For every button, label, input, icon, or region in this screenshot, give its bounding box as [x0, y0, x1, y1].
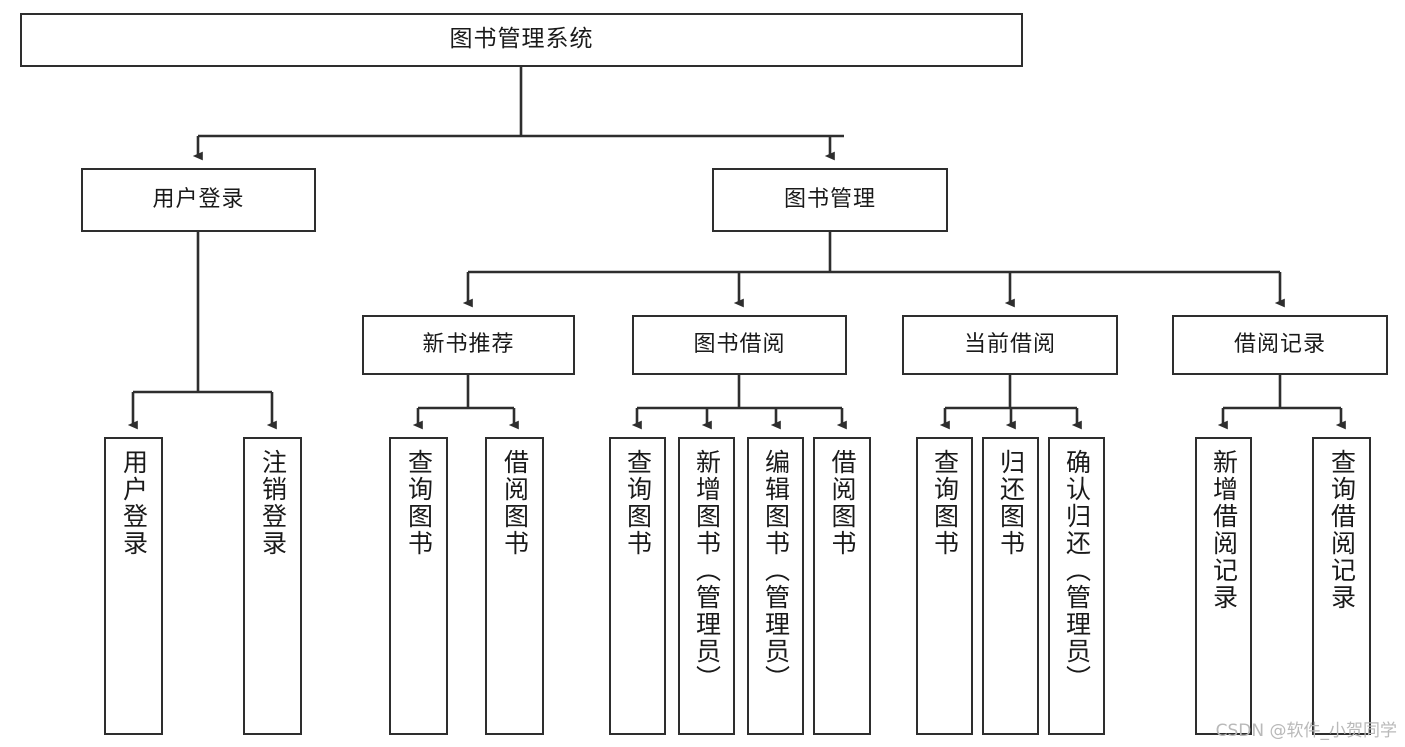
leaf-user-login-label: 用户登录 — [119, 449, 149, 557]
node-book-management[interactable]: 图书管理 — [712, 168, 948, 232]
leaf-new-query-book-label: 查询图书 — [404, 449, 434, 557]
leaf-logout-label: 注销登录 — [258, 449, 288, 557]
leaf-borrow-add-book[interactable]: 新增图书（管理员） — [678, 437, 735, 735]
leaf-record-query[interactable]: 查询借阅记录 — [1312, 437, 1371, 735]
leaf-new-borrow-book-label: 借阅图书 — [500, 449, 530, 557]
node-current-borrow[interactable]: 当前借阅 — [902, 315, 1118, 375]
leaf-current-query-book-label: 查询图书 — [930, 449, 960, 557]
leaf-current-query-book[interactable]: 查询图书 — [916, 437, 973, 735]
leaf-current-return-book-label: 归还图书 — [996, 449, 1026, 557]
leaf-borrow-edit-book[interactable]: 编辑图书（管理员） — [747, 437, 804, 735]
leaf-current-return-book[interactable]: 归还图书 — [982, 437, 1039, 735]
node-book-management-label: 图书管理 — [783, 187, 876, 213]
leaf-current-confirm-return[interactable]: 确认归还（管理员） — [1048, 437, 1105, 735]
node-root[interactable]: 图书管理系统 — [20, 13, 1023, 67]
leaf-new-borrow-book[interactable]: 借阅图书 — [485, 437, 544, 735]
node-borrow-records[interactable]: 借阅记录 — [1172, 315, 1388, 375]
leaf-logout[interactable]: 注销登录 — [243, 437, 302, 735]
leaf-borrow-query-book[interactable]: 查询图书 — [609, 437, 666, 735]
leaf-borrow-edit-book-label: 编辑图书（管理员） — [761, 449, 791, 692]
node-user-login[interactable]: 用户登录 — [81, 168, 316, 232]
leaf-record-add[interactable]: 新增借阅记录 — [1195, 437, 1252, 735]
leaf-borrow-add-book-label: 新增图书（管理员） — [692, 449, 722, 692]
leaf-borrow-borrow-book[interactable]: 借阅图书 — [813, 437, 871, 735]
leaf-current-confirm-return-label: 确认归还（管理员） — [1062, 449, 1092, 692]
leaf-borrow-borrow-book-label: 借阅图书 — [828, 449, 857, 557]
leaf-user-login[interactable]: 用户登录 — [104, 437, 163, 735]
node-borrow-records-label: 借阅记录 — [1233, 332, 1326, 358]
node-current-borrow-label: 当前借阅 — [963, 332, 1056, 358]
leaf-record-query-label: 查询借阅记录 — [1327, 449, 1357, 611]
node-book-borrow[interactable]: 图书借阅 — [632, 315, 847, 375]
node-root-label: 图书管理系统 — [449, 26, 594, 53]
node-user-login-label: 用户登录 — [152, 187, 245, 213]
leaf-borrow-query-book-label: 查询图书 — [623, 449, 653, 557]
node-new-book-recommend[interactable]: 新书推荐 — [362, 315, 575, 375]
leaf-record-add-label: 新增借阅记录 — [1209, 449, 1239, 611]
node-new-book-recommend-label: 新书推荐 — [422, 332, 515, 358]
leaf-new-query-book[interactable]: 查询图书 — [389, 437, 448, 735]
node-book-borrow-label: 图书借阅 — [693, 332, 786, 358]
